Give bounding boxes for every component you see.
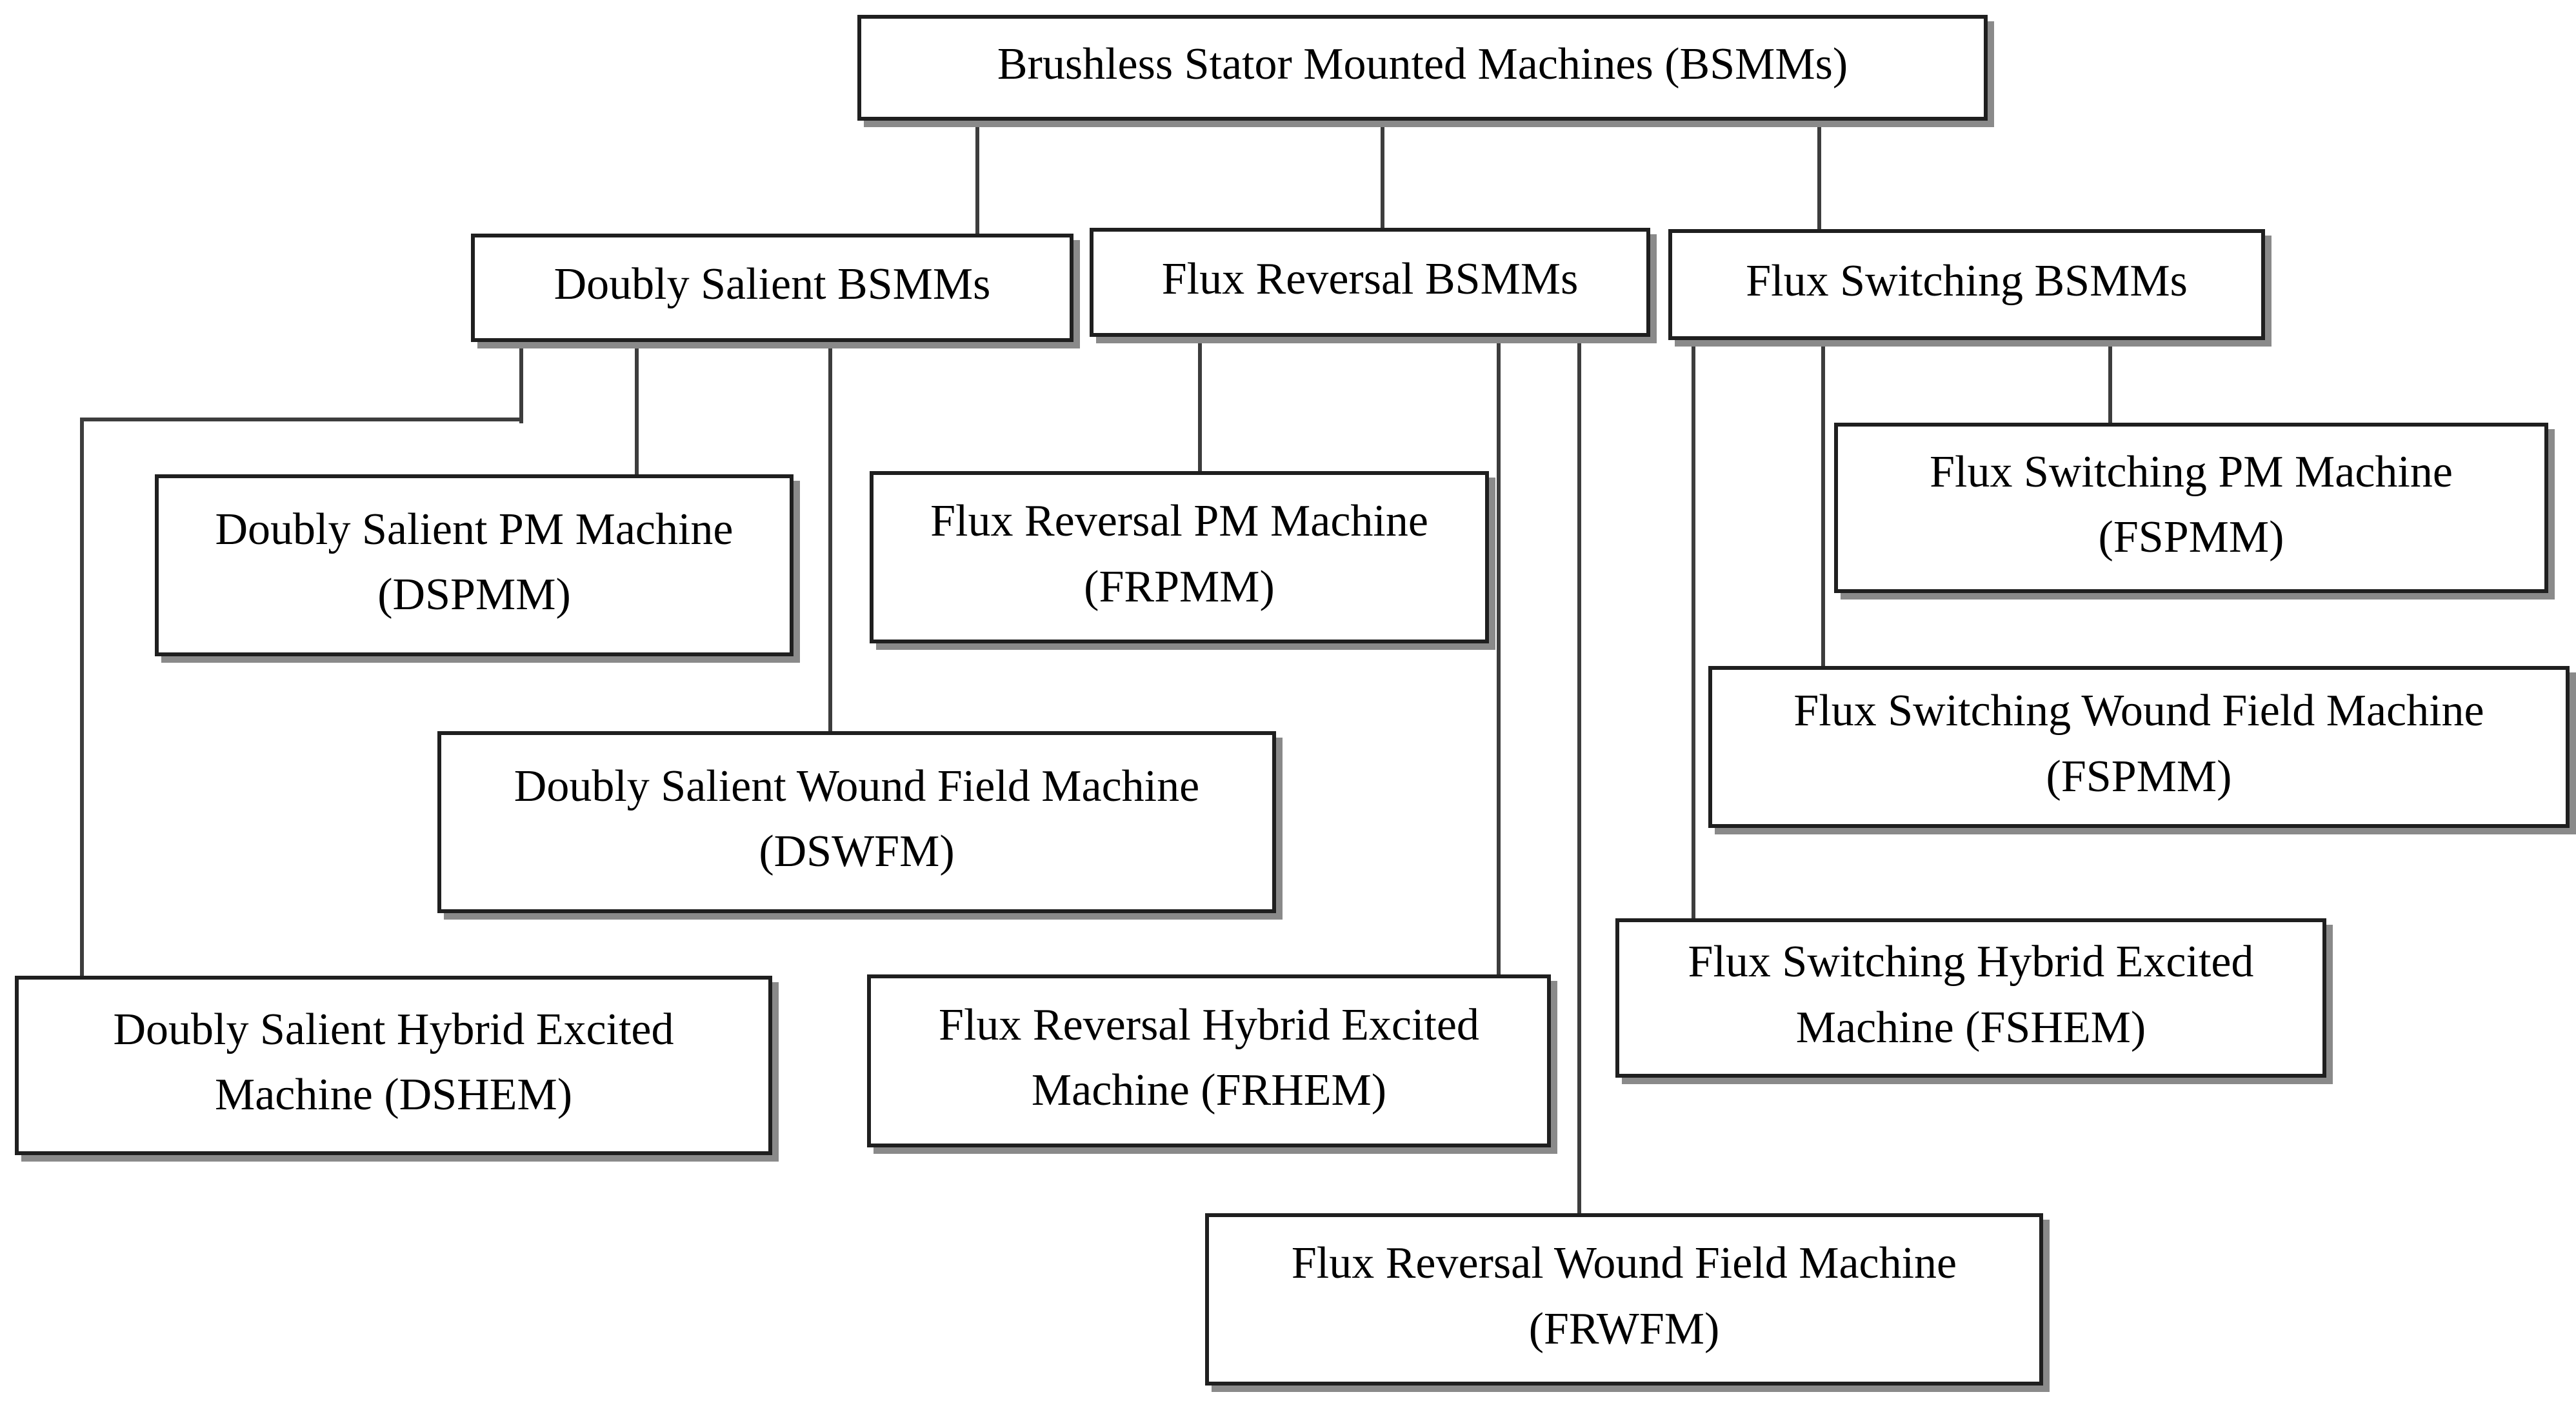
node-label-line2: (FSPMM) bbox=[2046, 751, 2232, 801]
node-label-line1: Doubly Salient PM Machine bbox=[215, 504, 734, 554]
node-frwfm: Flux Reversal Wound Field Machine (FRWFM… bbox=[1205, 1213, 2043, 1386]
node-label-line1: Flux Reversal Wound Field Machine bbox=[1291, 1238, 1957, 1288]
connector-ds-to-dspmm bbox=[635, 338, 639, 479]
connector-ds-to-dshem-segment-left bbox=[80, 418, 523, 421]
node-label-line2: (FRPMM) bbox=[1084, 561, 1275, 612]
node-label-line2: (FRWFM) bbox=[1528, 1304, 1720, 1354]
node-label: Doubly Salient BSMMs bbox=[554, 259, 991, 310]
node-dswfm: Doubly Salient Wound Field Machine (DSWF… bbox=[437, 731, 1276, 913]
node-frhem: Flux Reversal Hybrid Excited Machine (FR… bbox=[867, 974, 1551, 1147]
node-label-line1: Flux Reversal PM Machine bbox=[930, 496, 1428, 546]
node-label-line1: Flux Switching PM Machine bbox=[1930, 447, 2453, 497]
node-label: Flux Switching BSMMs bbox=[1746, 256, 2188, 307]
node-fswfm: Flux Switching Wound Field Machine (FSPM… bbox=[1708, 666, 2570, 828]
node-label-line1: Flux Switching Hybrid Excited bbox=[1688, 937, 2254, 987]
connector-fr-to-frpmm bbox=[1198, 333, 1202, 476]
connector-fs-to-fshem bbox=[1692, 336, 1695, 923]
node-dspmm: Doubly Salient PM Machine (DSPMM) bbox=[155, 474, 794, 656]
node-doubly-salient-bsmms: Doubly Salient BSMMs bbox=[471, 234, 1073, 342]
node-root-bsmms: Brushless Stator Mounted Machines (BSMMs… bbox=[857, 15, 1988, 121]
connector-ds-to-dshem-segment-down bbox=[519, 338, 523, 423]
node-label-line1: Flux Reversal Hybrid Excited bbox=[939, 1000, 1479, 1050]
node-label: Flux Reversal BSMMs bbox=[1161, 254, 1579, 304]
connector-fs-to-fspmm bbox=[2108, 336, 2112, 427]
node-label-line2: Machine (DSHEM) bbox=[214, 1070, 573, 1120]
node-label-line2: Machine (FSHEM) bbox=[1795, 1002, 2146, 1053]
node-flux-switching-bsmms: Flux Switching BSMMs bbox=[1668, 229, 2265, 340]
connector-ds-to-dswfm bbox=[828, 338, 832, 736]
connector-root-to-flux-reversal bbox=[1381, 116, 1384, 232]
node-label-line2: (DSPMM) bbox=[377, 570, 571, 620]
node-frpmm: Flux Reversal PM Machine (FRPMM) bbox=[870, 471, 1489, 643]
node-label-line2: (DSWFM) bbox=[759, 827, 955, 876]
node-label-line1: Doubly Salient Hybrid Excited bbox=[113, 1004, 674, 1054]
node-flux-reversal-bsmms: Flux Reversal BSMMs bbox=[1090, 228, 1650, 337]
node-fspmm: Flux Switching PM Machine (FSPMM) bbox=[1834, 423, 2548, 593]
node-label-line2: Machine (FRHEM) bbox=[1031, 1065, 1387, 1115]
node-root-label: Brushless Stator Mounted Machines (BSMMs… bbox=[997, 39, 1848, 90]
node-label-line1: Flux Switching Wound Field Machine bbox=[1793, 686, 2484, 736]
connector-fr-to-frwfm bbox=[1577, 333, 1581, 1218]
connector-fr-to-frhem bbox=[1497, 333, 1501, 979]
connector-root-to-flux-switching bbox=[1817, 116, 1821, 234]
node-label-line2: (FSPMM) bbox=[2098, 512, 2284, 562]
connector-root-to-doubly-salient bbox=[975, 116, 979, 239]
node-dshem: Doubly Salient Hybrid Excited Machine (D… bbox=[15, 976, 772, 1155]
connector-fs-to-fswfm bbox=[1821, 336, 1825, 670]
node-fshem: Flux Switching Hybrid Excited Machine (F… bbox=[1615, 918, 2326, 1078]
node-label-line1: Doubly Salient Wound Field Machine bbox=[514, 761, 1200, 811]
connector-ds-to-dshem-segment-drop bbox=[80, 418, 84, 980]
